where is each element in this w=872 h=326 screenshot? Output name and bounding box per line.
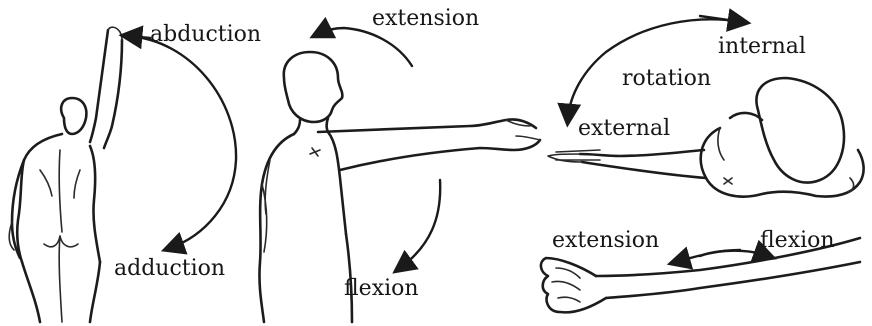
label-internal: internal (718, 36, 806, 58)
label-elbow-extension: extension (552, 230, 659, 252)
label-external: external (578, 118, 670, 140)
label-adduction: adduction (114, 258, 225, 280)
label-shoulder-extension: extension (372, 8, 479, 30)
flexion-arc (400, 180, 440, 268)
label-rotation: rotation (622, 68, 711, 90)
label-abduction: abduction (150, 24, 261, 46)
label-shoulder-flexion: flexion (344, 278, 419, 300)
label-elbow-flexion: flexion (760, 230, 835, 252)
abduction-arc (128, 36, 236, 248)
back-view-figure (9, 27, 122, 322)
